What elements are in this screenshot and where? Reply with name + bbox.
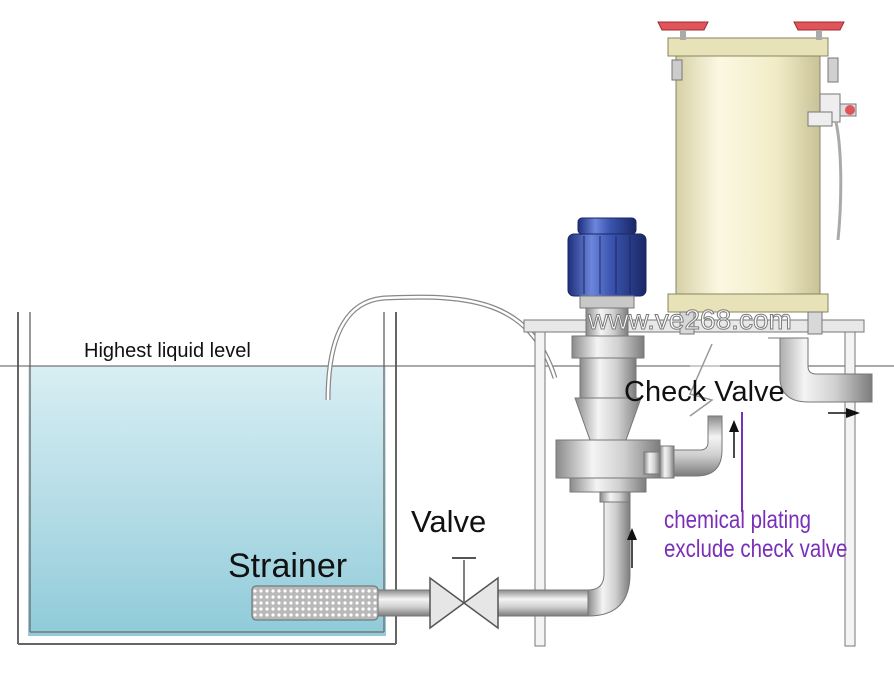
liquid-tank <box>17 312 397 645</box>
pump <box>555 335 723 503</box>
valve-label: Valve <box>411 504 487 539</box>
watermark: www.ve268.com <box>588 304 793 336</box>
flow-arrow-icon <box>627 528 637 568</box>
filter-housing <box>657 21 857 335</box>
motor <box>567 217 647 337</box>
note-line-1: chemical plating <box>664 506 811 534</box>
valve <box>429 557 499 630</box>
note-line-2: exclude check valve <box>664 535 848 563</box>
check-valve-symbol <box>688 343 714 417</box>
pump-casing <box>555 439 661 479</box>
strainer <box>251 585 379 621</box>
check-valve-label: Check Valve <box>624 376 785 408</box>
riser-pipe <box>587 499 631 617</box>
flow-arrow-icon <box>828 408 860 418</box>
handle-icon <box>793 21 845 31</box>
highest-liquid-level-label: Highest liquid level <box>84 340 251 362</box>
flow-arrow-icon <box>729 420 739 458</box>
strainer-label: Strainer <box>228 547 348 585</box>
handle-icon <box>657 21 709 31</box>
inlet-pipe <box>377 589 431 617</box>
outlet-pipe <box>768 337 873 403</box>
